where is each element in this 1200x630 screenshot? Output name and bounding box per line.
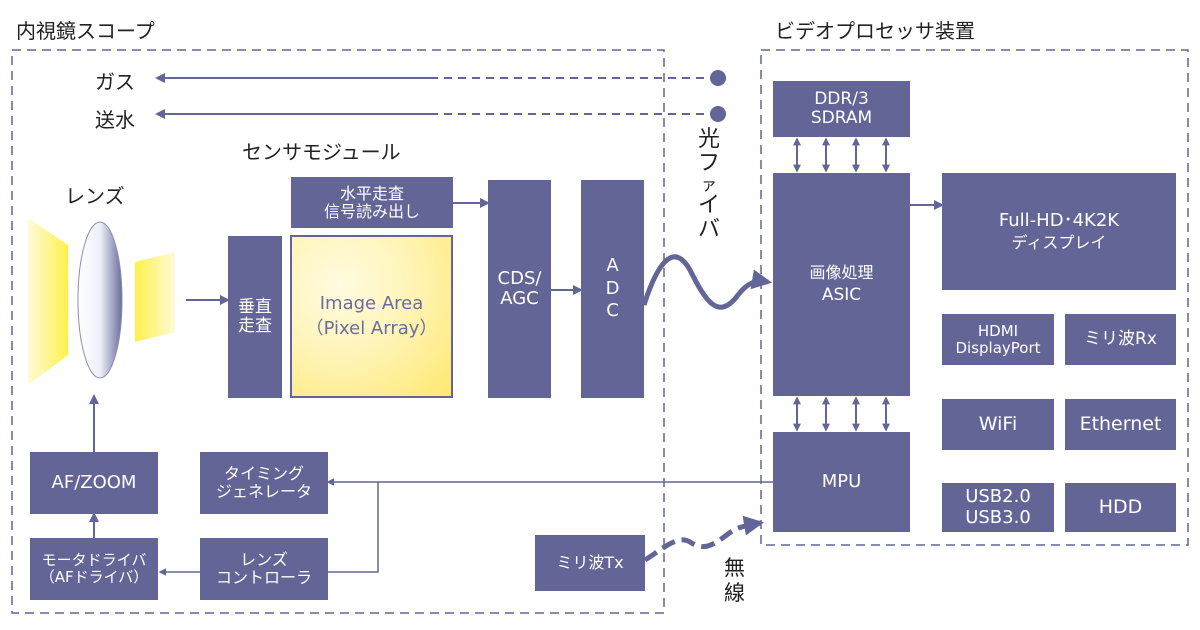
wireless-link bbox=[643, 515, 764, 563]
horizontal-scan-line1: 水平走査 bbox=[339, 183, 404, 203]
scope-title: 内視鏡スコープ bbox=[16, 19, 155, 43]
ddr-line1: DDR/3 bbox=[814, 88, 869, 109]
adc-letter-c: C bbox=[606, 300, 619, 322]
hdd-label: HDD bbox=[1098, 495, 1143, 518]
horizontal-scan-block: 水平走査 信号読み出し bbox=[291, 177, 453, 228]
wifi-label: WiFi bbox=[978, 412, 1018, 435]
optical-fiber-char2: フ bbox=[698, 151, 721, 177]
optical-fiber-label: 光 フ ァ イ バ bbox=[698, 127, 721, 243]
usb-block: USB2.0 USB3.0 bbox=[942, 483, 1054, 532]
hdd-block: HDD bbox=[1065, 483, 1176, 532]
mmwave-rx-label: ミリ波Rx bbox=[1084, 328, 1157, 349]
display-block: Full-HD･4K2K ディスプレイ bbox=[942, 173, 1176, 290]
ethernet-block: Ethernet bbox=[1065, 399, 1176, 450]
horizontal-scan-line2: 信号読み出し bbox=[323, 201, 420, 221]
timing-generator-line2: ジェネレータ bbox=[215, 482, 312, 501]
light-beam-right bbox=[135, 252, 175, 342]
display-line1: Full-HD･4K2K bbox=[998, 210, 1120, 232]
vertical-scan-line2: 走査 bbox=[238, 316, 272, 336]
adc-block: A D C bbox=[581, 180, 644, 398]
af-zoom-label: AF/ZOOM bbox=[51, 471, 137, 493]
wireless-char1: 無 bbox=[724, 556, 745, 580]
sensor-module-label: センサモジュール bbox=[242, 140, 401, 164]
asic-line2: ASIC bbox=[821, 284, 862, 305]
wifi-block: WiFi bbox=[942, 399, 1054, 450]
mpu-block: MPU bbox=[773, 432, 910, 532]
image-area-line2: （Pixel Array） bbox=[305, 317, 438, 339]
cds-agc-block: CDS/ AGC bbox=[488, 180, 551, 398]
adc-letter-d: D bbox=[605, 277, 620, 299]
timing-generator-block: タイミング ジェネレータ bbox=[200, 452, 328, 514]
lens-controller-line1: レンズ bbox=[240, 550, 288, 570]
cds-agc-line2: AGC bbox=[500, 288, 539, 309]
gas-port bbox=[710, 70, 726, 86]
processor-boundary bbox=[760, 49, 1189, 546]
vertical-scan-block: 垂直 走査 bbox=[228, 236, 282, 398]
vertical-scan-line1: 垂直 bbox=[238, 296, 272, 317]
hdmi-displayport-block: HDMI DisplayPort bbox=[942, 314, 1054, 365]
ddr-sdram-block: DDR/3 SDRAM bbox=[773, 81, 910, 137]
optical-fiber-link bbox=[641, 254, 772, 310]
display-line2: ディスプレイ bbox=[1011, 232, 1107, 252]
asic-block: 画像処理 ASIC bbox=[773, 173, 910, 396]
image-area-line1: Image Area bbox=[319, 293, 424, 315]
af-zoom-block: AF/ZOOM bbox=[30, 452, 158, 514]
lens-controller-block: レンズ コントローラ bbox=[200, 538, 328, 600]
wireless-label: 無 線 bbox=[724, 556, 745, 606]
optical-fiber-char3: ァ bbox=[701, 175, 718, 195]
lens-element bbox=[77, 221, 123, 379]
timing-generator-line1: タイミング bbox=[223, 464, 304, 484]
mpu-label: MPU bbox=[821, 470, 862, 492]
ddr-line2: SDRAM bbox=[810, 108, 873, 128]
mmwave-tx-label: ミリ波Tx bbox=[556, 553, 624, 573]
optical-fiber-char1: 光 bbox=[698, 127, 721, 152]
processor-title: ビデオプロセッサ装置 bbox=[775, 19, 975, 43]
asic-line1: 画像処理 bbox=[809, 263, 874, 283]
scope-boundary bbox=[11, 49, 665, 614]
motor-driver-line2: （AFドライバ） bbox=[39, 568, 149, 586]
usb-line1: USB2.0 bbox=[965, 486, 1031, 508]
mmwave-tx-block: ミリ波Tx bbox=[535, 535, 645, 591]
hdmi-line1: HDMI bbox=[977, 321, 1019, 340]
hdmi-line2: DisplayPort bbox=[955, 338, 1041, 357]
optical-fiber-char5: バ bbox=[698, 217, 721, 243]
lens-controller-line2: コントローラ bbox=[215, 568, 312, 587]
ethernet-label: Ethernet bbox=[1079, 412, 1162, 435]
image-area-pixel-array: Image Area （Pixel Array） bbox=[290, 235, 453, 398]
optical-fiber-char4: イ bbox=[698, 192, 721, 218]
water-label: 送水 bbox=[95, 108, 135, 132]
water-port bbox=[710, 106, 726, 122]
gas-label: ガス bbox=[95, 70, 135, 94]
lens-label: レンズ bbox=[65, 184, 125, 208]
motor-driver-block: モータドライバ （AFドライバ） bbox=[30, 538, 158, 600]
adc-letter-a: A bbox=[606, 255, 619, 277]
usb-line2: USB3.0 bbox=[965, 506, 1031, 528]
light-beam-left bbox=[28, 218, 68, 385]
mmwave-rx-block: ミリ波Rx bbox=[1065, 314, 1176, 365]
motor-driver-line1: モータドライバ bbox=[41, 551, 147, 570]
wireless-char2: 線 bbox=[724, 581, 745, 606]
cds-agc-line1: CDS/ bbox=[497, 267, 542, 289]
